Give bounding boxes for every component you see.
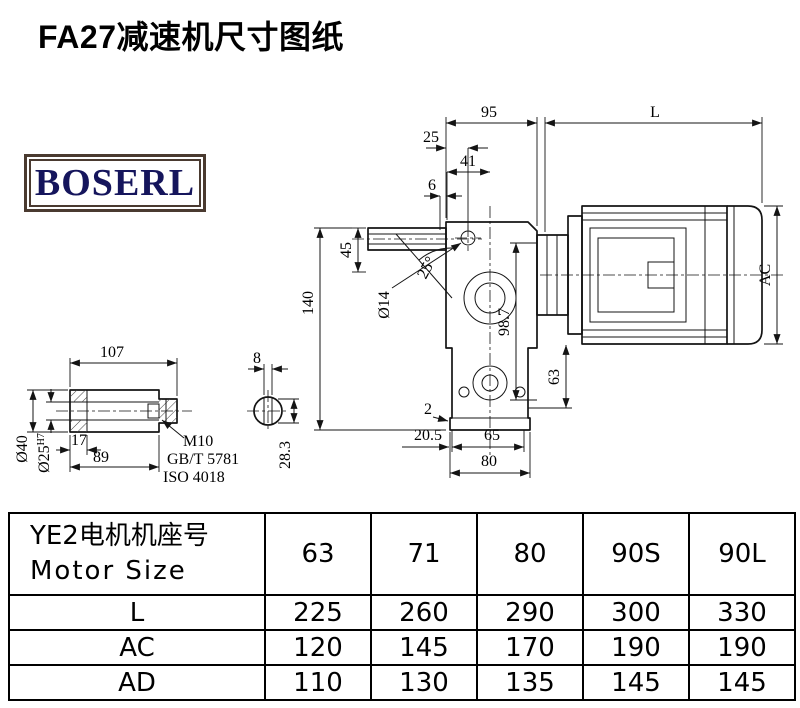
label-gbt-5781: GB/T 5781 <box>167 451 239 468</box>
dim-dia14: Ø14 <box>376 291 393 319</box>
dim-dia40: Ø40 <box>14 435 31 463</box>
table-cell: 260 <box>370 594 478 631</box>
dim-107: 107 <box>100 344 124 361</box>
table-cell: 145 <box>370 629 478 666</box>
dim-25: 25 <box>423 129 439 146</box>
dim-41: 41 <box>460 153 476 170</box>
row-label-AC: AC <box>8 629 266 666</box>
page-title: FA27减速机尺寸图纸 <box>38 19 344 55</box>
dim-dia25h7: Ø25H7 <box>36 433 53 473</box>
mounting-flange-tab <box>367 227 447 251</box>
dim-AC: AC <box>757 264 774 286</box>
table-header-row: YE2电机机座号 Motor Size 63 71 80 90S 90L <box>8 512 796 596</box>
dim-17: 17 <box>71 432 87 449</box>
table-cell: 300 <box>582 594 690 631</box>
table-cell: 225 <box>264 594 372 631</box>
dim-65: 65 <box>484 427 500 444</box>
frame-size-col-1: 63 <box>264 512 372 596</box>
table-cell: 330 <box>688 594 796 631</box>
frame-size-col-2: 71 <box>370 512 478 596</box>
dim-95: 95 <box>481 104 497 121</box>
row-label-L: L <box>8 594 266 631</box>
dim-angle-25: 25° <box>414 254 440 282</box>
table-cell: 135 <box>476 664 584 701</box>
dim-8: 8 <box>253 350 261 367</box>
motor-size-table: YE2电机机座号 Motor Size 63 71 80 90S 90L L 2… <box>8 512 796 701</box>
frame-size-col-5: 90L <box>688 512 796 596</box>
table-cell: 190 <box>582 629 690 666</box>
table-cell: 145 <box>582 664 690 701</box>
logo-text: BOSERL <box>29 159 201 207</box>
dim-80: 80 <box>481 453 497 470</box>
header-motor-size-cn: YE2电机机座号 <box>30 520 209 551</box>
shaft-cross-section <box>253 396 283 426</box>
table-cell: 120 <box>264 629 372 666</box>
dim-28-3: 28.3 <box>277 441 294 469</box>
dim-20-5: 20.5 <box>414 427 442 444</box>
table-row-AD: AD 110 130 135 145 145 <box>8 664 796 701</box>
table-cell: 130 <box>370 664 478 701</box>
table-cell: 110 <box>264 664 372 701</box>
dim-89: 89 <box>93 449 109 466</box>
dim-140: 140 <box>300 291 317 315</box>
gearbox-housing <box>445 221 538 431</box>
shaft-section-view: 8 28.3 <box>247 350 299 469</box>
table-cell: 170 <box>476 629 584 666</box>
dim-L: L <box>650 104 660 121</box>
dim-45: 45 <box>338 242 355 258</box>
table-row-AC: AC 120 145 170 190 190 <box>8 629 796 666</box>
dim-2: 2 <box>424 401 432 418</box>
dim-98-7: 98.7 <box>496 308 513 336</box>
label-iso-4018: ISO 4018 <box>163 469 225 486</box>
fan-cowl <box>727 205 763 345</box>
frame-size-col-3: 80 <box>476 512 584 596</box>
motor-body <box>581 205 728 345</box>
table-cell: 290 <box>476 594 584 631</box>
row-label-AD: AD <box>8 664 266 701</box>
table-row-L: L 225 260 290 300 330 <box>8 594 796 631</box>
frame-size-col-4: 90S <box>582 512 690 596</box>
table-cell: 145 <box>688 664 796 701</box>
boserl-logo: BOSERL <box>24 154 206 212</box>
dim-63: 63 <box>546 369 563 385</box>
main-assembly-view: 95 L 25 41 6 45 25 <box>300 104 784 478</box>
table-cell: 190 <box>688 629 796 666</box>
dim-6: 6 <box>428 177 436 194</box>
label-m10: M10 <box>183 433 213 450</box>
technical-drawing: 95 L 25 41 6 45 25 <box>14 104 784 486</box>
header-motor-size: YE2电机机座号 Motor Size <box>8 512 266 596</box>
shaft-detail-view: 107 17 89 Ø40 Ø25H7 M10 GB <box>14 344 239 486</box>
header-motor-size-en: Motor Size <box>30 556 187 586</box>
